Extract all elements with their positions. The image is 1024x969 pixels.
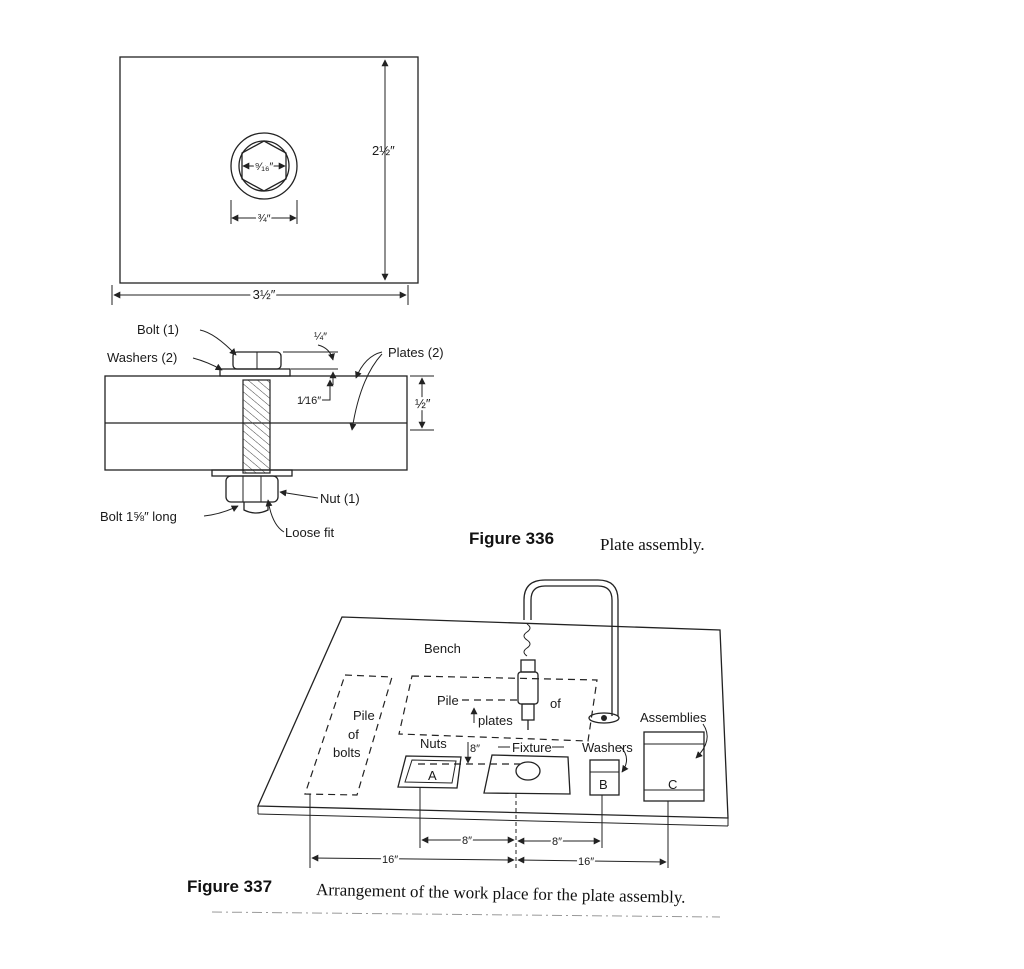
bin-b: [589, 759, 620, 796]
figure-336-caption: Plate assembly.: [600, 535, 705, 554]
hex-dimension-label: ⁹⁄₁₆″: [255, 161, 274, 173]
dim-8b-label: 8″: [552, 836, 562, 848]
fixture-block: [483, 754, 571, 795]
nut: [225, 475, 279, 503]
height-dimension-label: 2½″: [372, 143, 395, 158]
head-height-label: ¼″: [314, 331, 327, 343]
pile-of-bolts-area: [304, 674, 393, 796]
plate-thickness-label: ½″: [415, 396, 431, 411]
dim-8a-label: 8″: [462, 835, 472, 847]
washer-thickness-label: 1⁄16″: [297, 395, 321, 407]
nut-label: Nut (1): [320, 491, 360, 506]
pile-of-bolts-text-1: Pile: [353, 708, 375, 723]
plates-label: Plates (2): [388, 345, 444, 360]
width-dimension-label: 3½″: [253, 287, 276, 302]
pile-of-plates-area: [398, 675, 598, 742]
bolt-shank: [242, 379, 271, 474]
dim-16b-label: 16″: [578, 856, 594, 868]
pile-of-plates-text-2: of: [550, 696, 561, 711]
arm-base: [588, 712, 620, 724]
bin-a-label: A: [428, 768, 437, 783]
bin-c: [643, 731, 705, 802]
fixture-socket: [515, 761, 541, 781]
fixture-label: Fixture: [512, 740, 552, 755]
washers-label: Washers: [582, 740, 633, 755]
bench-label: Bench: [424, 641, 461, 656]
dim-line-16a: [311, 854, 515, 864]
workplace-diagram: Bench Pile of bolts Pile of plates 8″ Nu…: [257, 579, 729, 870]
bolt-label: Bolt (1): [137, 322, 179, 337]
washer-circle-outer: [230, 132, 298, 200]
bin-a: [397, 755, 462, 789]
pile-of-bolts-text-3: bolts: [333, 745, 361, 760]
bolt-hex-head: [241, 140, 287, 192]
pile-of-bolts-text-2: of: [348, 727, 359, 742]
plate-top-view: ⁹⁄₁₆″ ¾″ 2½″ 3½″: [111, 56, 419, 305]
washer-dimension-label: ¾″: [257, 213, 270, 225]
dim-line-16b: [517, 856, 667, 866]
pile-of-plates-text-3: plates: [478, 713, 513, 728]
washers-label: Washers (2): [107, 350, 177, 365]
figure-337-number: Figure 337: [187, 877, 272, 896]
top-washer: [219, 368, 291, 377]
bin-c-label: C: [668, 777, 677, 792]
spring-coil: [523, 623, 531, 657]
plate-section-view: Bolt (1) Washers (2) Plates (2) ¼″ 1⁄16″…: [100, 322, 444, 540]
power-driver: [517, 671, 539, 705]
plate-outline: [119, 56, 419, 284]
figure-337-caption: Arrangement of the work place for the pl…: [316, 880, 686, 907]
nuts-label: Nuts: [420, 736, 447, 751]
vertical-dimension-label: 8″: [470, 743, 480, 755]
figure-336-number: Figure 336: [469, 529, 554, 548]
loose-fit-label: Loose fit: [285, 525, 335, 540]
assemblies-label: Assemblies: [640, 710, 707, 725]
bin-b-label: B: [599, 777, 608, 792]
bottom-rule: [211, 911, 721, 918]
pile-of-plates-text-1: Pile: [437, 693, 459, 708]
dim-16a-label: 16″: [382, 854, 398, 866]
overhead-arm: [530, 585, 613, 716]
bolt-length-label: Bolt 1⅝″ long: [100, 509, 177, 524]
bolt-tip: [243, 502, 269, 514]
